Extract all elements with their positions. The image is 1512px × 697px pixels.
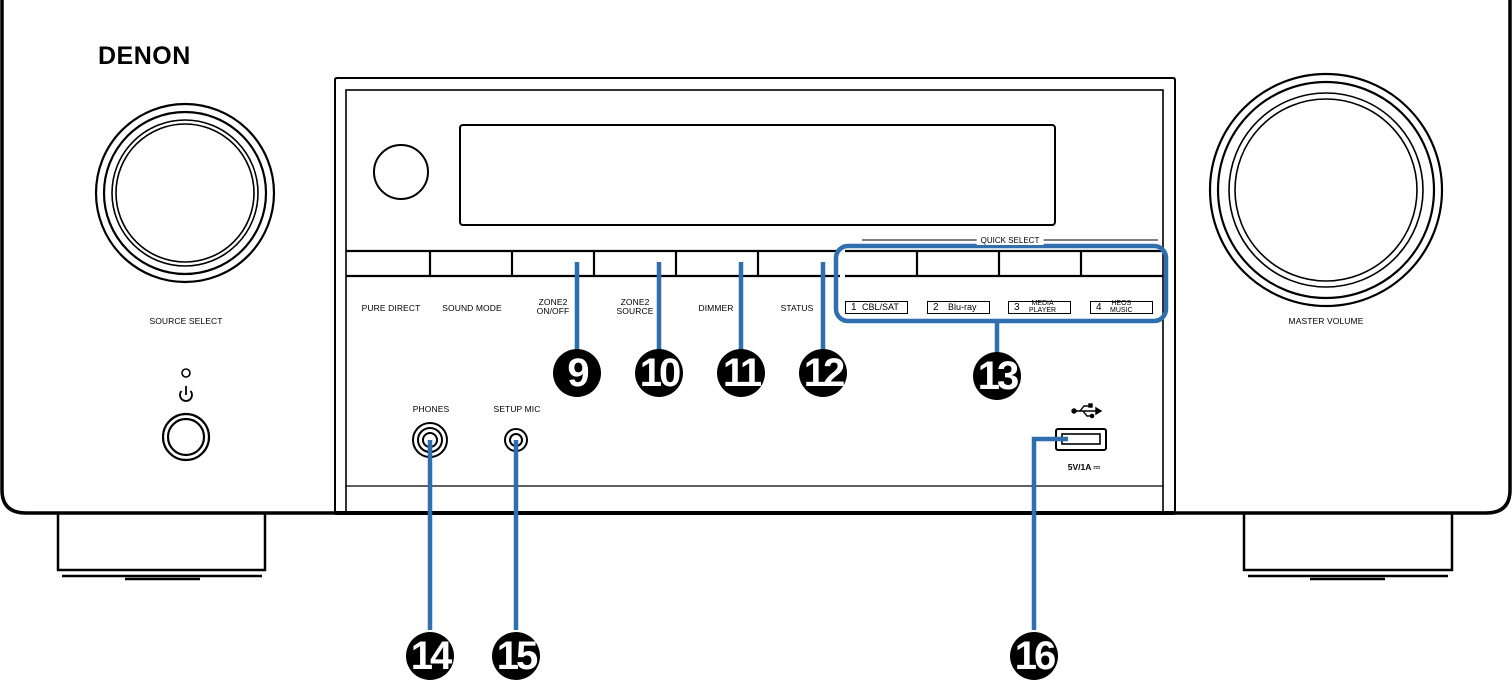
- dimmer-label: DIMMER: [698, 303, 734, 313]
- phones-label: PHONES: [412, 404, 450, 414]
- button-row: [346, 252, 840, 278]
- quick-select-3-number: 3: [1014, 302, 1020, 313]
- quick-select-2-number: 2: [933, 302, 939, 313]
- callout-number-13: 13: [977, 354, 1020, 398]
- pure-direct-label: PURE DIRECT: [361, 303, 421, 313]
- status-label: STATUS: [780, 303, 814, 313]
- callout-circles: [406, 349, 1058, 680]
- usb-rating-label: 5V/1A ⎓: [1067, 462, 1101, 472]
- sound-mode-label: SOUND MODE: [442, 303, 502, 313]
- callout-number-11: 11: [722, 351, 762, 395]
- callout-frame-13: [833, 243, 1169, 324]
- callout-number-9: 9: [567, 351, 589, 395]
- callout-circle-14: [406, 632, 454, 680]
- quick-select-title: QUICK SELECT: [976, 236, 1044, 245]
- power-icon: [179, 386, 193, 402]
- quick-select-4-number: 4: [1096, 302, 1102, 313]
- quick-select-3: 3 MEDIA PLAYER: [1008, 300, 1071, 314]
- callout-circle-9: [553, 349, 601, 397]
- right-foot: [1242, 513, 1454, 581]
- zone2-source-label: ZONE2 SOURCE: [616, 297, 654, 316]
- quick-select-1-number: 1: [851, 302, 857, 313]
- quick-select-4: 4 HEOS MUSIC: [1090, 300, 1153, 314]
- quick-select-2-label: Blu-ray: [948, 302, 977, 312]
- zone2-onoff-label: ZONE2 ON/OFF: [536, 297, 570, 316]
- callout-number-14: 14: [410, 634, 453, 678]
- brand-logo: DENON: [98, 42, 191, 70]
- chassis-outline: [0, 0, 1512, 515]
- setup-mic-label: SETUP MIC: [493, 404, 541, 414]
- source-select-knob: [94, 102, 276, 284]
- power-led: [181, 368, 191, 378]
- callout-circle-16: [1010, 632, 1058, 680]
- callout-number-16: 16: [1014, 634, 1057, 678]
- quick-select-row: [845, 239, 1163, 278]
- callout-circle-12: [799, 349, 847, 397]
- source-select-label: SOURCE SELECT: [149, 316, 223, 326]
- left-foot: [56, 513, 267, 581]
- display-window: [459, 124, 1056, 226]
- quick-select-1: 1 CBL/SAT: [845, 301, 908, 314]
- callout-line-16: [1031, 436, 1068, 630]
- callout-number-12: 12: [803, 351, 846, 395]
- quick-select-4-label: HEOS MUSIC: [1110, 300, 1133, 314]
- master-volume-label: MASTER VOLUME: [1288, 316, 1364, 326]
- quick-select-2: 2 Blu-ray: [927, 301, 990, 314]
- callout-number-10: 10: [639, 351, 682, 395]
- callout-circle-15: [492, 632, 540, 680]
- callout-circle-10: [635, 349, 683, 397]
- callout-number-15: 15: [496, 634, 539, 678]
- callout-lines: [427, 243, 1169, 630]
- callout-circle-11: [717, 349, 765, 397]
- power-button: [161, 412, 211, 462]
- remote-sensor: [373, 144, 429, 200]
- usb-icon: [1071, 403, 1103, 419]
- callout-circle-13: [973, 352, 1021, 400]
- quick-select-3-label: MEDIA PLAYER: [1029, 300, 1057, 314]
- master-volume-knob: [1208, 72, 1444, 308]
- quick-select-1-label: CBL/SAT: [862, 302, 899, 312]
